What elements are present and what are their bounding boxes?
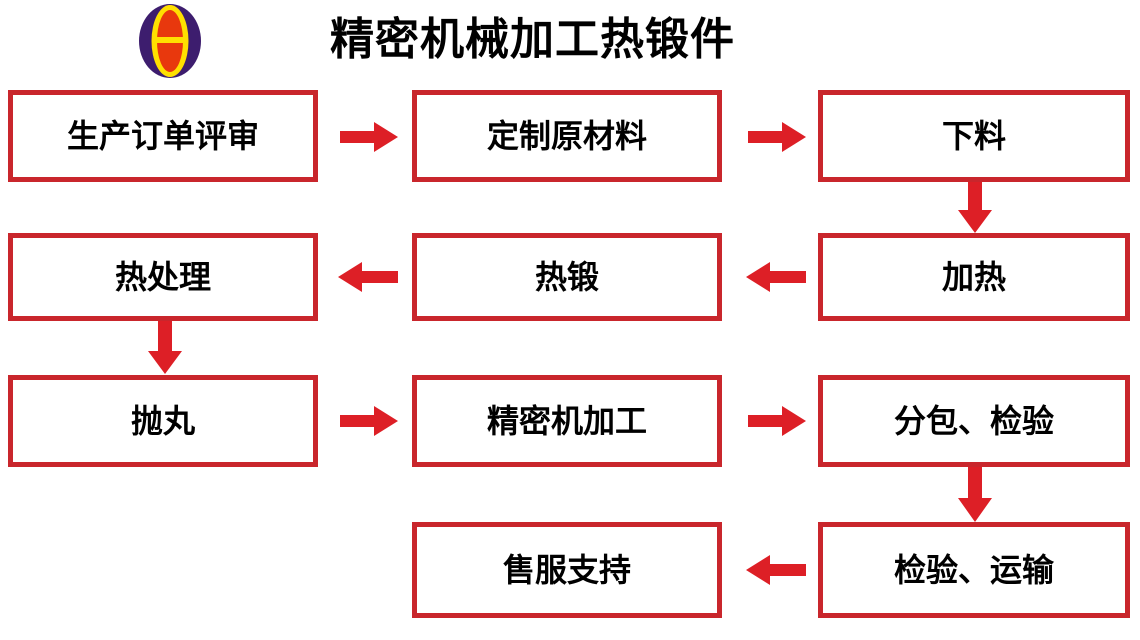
- flow-node-packing-inspection[interactable]: 分包、检验: [818, 375, 1130, 467]
- arrow-down-packing-inspection-to-inspect-transport: [958, 467, 992, 523]
- arrow-left-inspect-transport-to-after-sales-support: [744, 555, 806, 585]
- arrow-right-precision-machining-to-packing-inspection: [748, 406, 808, 436]
- arrow-down-cutting-to-heating: [958, 182, 992, 234]
- company-logo-icon: [131, 2, 209, 80]
- arrow-left-hot-forging-to-heat-treatment: [336, 262, 398, 292]
- arrow-right-custom-raw-material-to-cutting: [748, 122, 808, 152]
- flow-node-custom-raw-material[interactable]: 定制原材料: [412, 90, 722, 182]
- flow-node-cutting[interactable]: 下料: [818, 90, 1130, 182]
- flow-node-shot-blasting[interactable]: 抛丸: [8, 375, 318, 467]
- arrow-left-heating-to-hot-forging: [744, 262, 806, 292]
- page-title: 精密机械加工热锻件: [330, 14, 735, 65]
- flow-node-inspect-transport[interactable]: 检验、运输: [818, 522, 1130, 618]
- header: 精密机械加工热锻件: [0, 0, 1140, 85]
- flow-node-after-sales-support[interactable]: 售服支持: [412, 522, 722, 618]
- arrow-right-order-review-to-custom-raw-material: [340, 122, 400, 152]
- arrow-right-shot-blasting-to-precision-machining: [340, 406, 400, 436]
- flow-node-heat-treatment[interactable]: 热处理: [8, 233, 318, 321]
- flow-node-heating[interactable]: 加热: [818, 233, 1130, 321]
- flow-node-order-review[interactable]: 生产订单评审: [8, 90, 318, 182]
- flow-node-precision-machining[interactable]: 精密机加工: [412, 375, 722, 467]
- arrow-down-heat-treatment-to-shot-blasting: [148, 321, 182, 375]
- flow-node-hot-forging[interactable]: 热锻: [412, 233, 722, 321]
